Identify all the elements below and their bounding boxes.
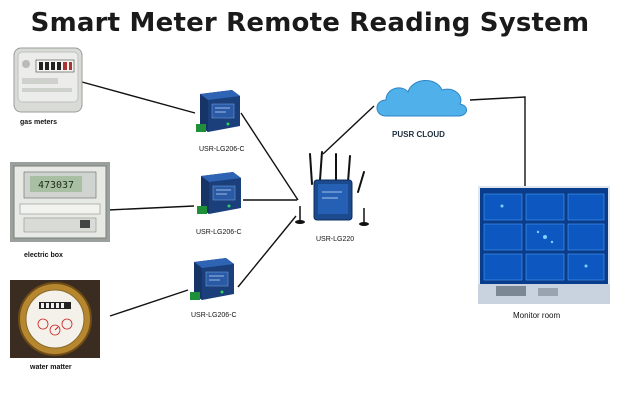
link-gas-to-gateway1 [81,81,196,114]
gateway-device-1 [192,88,242,138]
gas-meter-image [12,46,84,114]
link-gateway1-to-router [240,112,299,201]
electric-reading: 473037 [38,180,74,191]
gateway-device-2 [193,170,243,220]
water-meter-label: water matter [30,364,72,371]
link-water-to-gateway3 [109,289,189,317]
link-router-to-cloud [322,105,375,155]
diagram-title: Smart Meter Remote Reading System [30,8,590,38]
gateway-device-3 [186,256,236,306]
monitor-room-image [478,186,610,304]
electric-box-label: electric box [24,252,63,259]
cloud-icon [372,72,472,122]
gateway-2-label: USR-LG206-C [196,229,242,236]
cloud-label: PUSR CLOUD [392,130,445,139]
link-gateway3-to-router [237,215,297,288]
router-label: USR-LG220 [316,236,355,243]
gateway-1-label: USR-LG206-C [199,146,245,153]
electric-box-image: 473037 [10,162,110,242]
link-cloud-to-monitor [469,96,526,188]
water-meter-image [10,280,100,358]
gas-meter-label: gas meters [20,119,57,126]
monitor-room-label: Monitor room [513,311,561,320]
gateway-3-label: USR-LG206-C [191,312,237,319]
link-electric-to-gateway2 [107,205,195,211]
router-device [292,150,372,230]
